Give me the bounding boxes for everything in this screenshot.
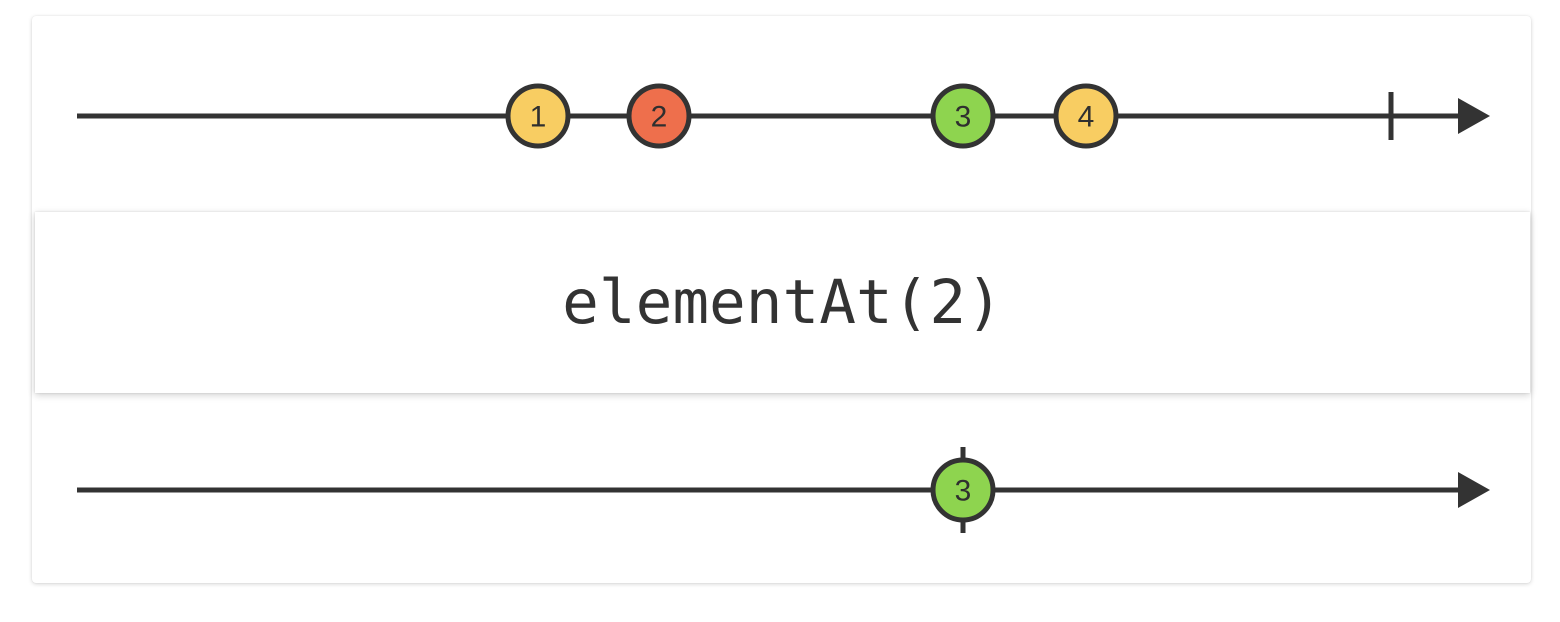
operator-box[interactable]: elementAt(2) bbox=[35, 212, 1530, 393]
operator-label: elementAt(2) bbox=[562, 267, 1003, 338]
